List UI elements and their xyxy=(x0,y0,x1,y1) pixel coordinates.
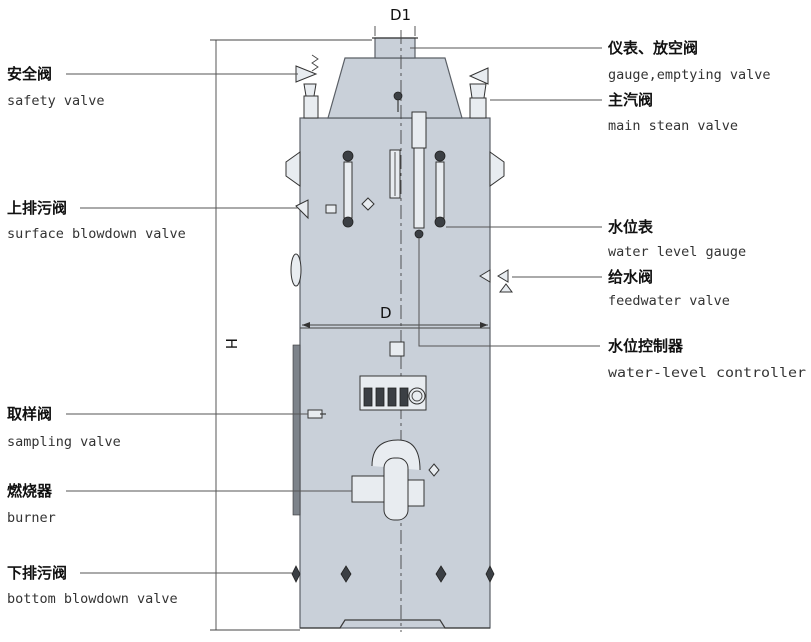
surface-blowdown-valve xyxy=(295,197,375,220)
dim-d-label: D xyxy=(380,304,392,322)
label-en: gauge,emptying valve xyxy=(608,67,771,83)
gauge-emptying-valve xyxy=(393,91,403,112)
label-water-level-gauge: 水位表 water level gauge xyxy=(608,218,746,260)
main-steam-valve xyxy=(468,67,489,119)
controller-box xyxy=(389,341,405,357)
boiler-base xyxy=(300,619,490,629)
boiler-body xyxy=(292,30,491,632)
burner xyxy=(351,439,440,521)
dim-h-label: H xyxy=(222,338,240,349)
label-sampling-valve: 取样阀 sampling valve xyxy=(7,405,121,450)
safety-valve-left xyxy=(295,54,319,119)
label-cn: 取样阀 xyxy=(7,405,52,423)
label-main-steam-valve: 主汽阀 main stean valve xyxy=(608,91,738,134)
dimension-d: D xyxy=(302,304,488,328)
label-cn: 燃烧器 xyxy=(7,482,53,500)
dimension-h: H xyxy=(210,39,372,631)
water-level-gauge-right xyxy=(434,150,446,228)
dimension-d1: D1 xyxy=(374,6,416,36)
label-gauge-emptying-valve: 仪表、放空阀 gauge,emptying valve xyxy=(607,39,771,83)
label-cn: 仪表、放空阀 xyxy=(607,39,698,57)
label-en: bottom blowdown valve xyxy=(7,591,178,607)
label-cn: 主汽阀 xyxy=(608,91,653,109)
control-panel xyxy=(359,375,427,411)
label-burner: 燃烧器 burner xyxy=(7,482,56,526)
label-cn: 下排污阀 xyxy=(7,564,67,582)
label-cn: 安全阀 xyxy=(7,65,52,83)
boiler-hood xyxy=(327,57,463,119)
label-en: water level gauge xyxy=(608,244,746,260)
label-cn: 给水阀 xyxy=(608,268,653,286)
label-en: sampling valve xyxy=(7,434,121,450)
handhole xyxy=(290,253,302,287)
label-bottom-blowdown-valve: 下排污阀 bottom blowdown valve xyxy=(7,564,178,607)
label-en: burner xyxy=(7,510,56,526)
bottom-blowdown-valves xyxy=(291,565,495,583)
label-en: safety valve xyxy=(7,93,105,109)
label-en: water-level controller xyxy=(608,365,806,381)
label-cn: 水位控制器 xyxy=(608,337,684,355)
label-feedwater-valve: 给水阀 feedwater valve xyxy=(608,268,730,309)
flue-outlet xyxy=(374,37,416,59)
label-en: main stean valve xyxy=(608,118,738,134)
side-hatching xyxy=(292,344,301,516)
controller-pipe xyxy=(418,238,600,347)
lug-left xyxy=(285,151,301,187)
label-en: surface blowdown valve xyxy=(7,226,186,242)
leader-lines xyxy=(66,47,602,574)
dim-d1-label: D1 xyxy=(390,6,411,24)
feedwater-valve xyxy=(479,269,513,293)
water-level-controller-column xyxy=(411,111,427,239)
boiler-shell xyxy=(299,117,491,629)
label-en: feedwater valve xyxy=(608,293,730,309)
label-safety-valve: 安全阀 safety valve xyxy=(7,65,105,109)
lug-right xyxy=(489,151,505,187)
water-level-gauge-center xyxy=(389,149,401,199)
water-level-gauge-left xyxy=(342,150,354,228)
label-cn: 上排污阀 xyxy=(7,199,67,217)
label-surface-blowdown-valve: 上排污阀 surface blowdown valve xyxy=(7,199,186,242)
label-cn: 水位表 xyxy=(608,218,654,236)
label-water-level-controller: 水位控制器 water-level controller xyxy=(608,337,806,381)
